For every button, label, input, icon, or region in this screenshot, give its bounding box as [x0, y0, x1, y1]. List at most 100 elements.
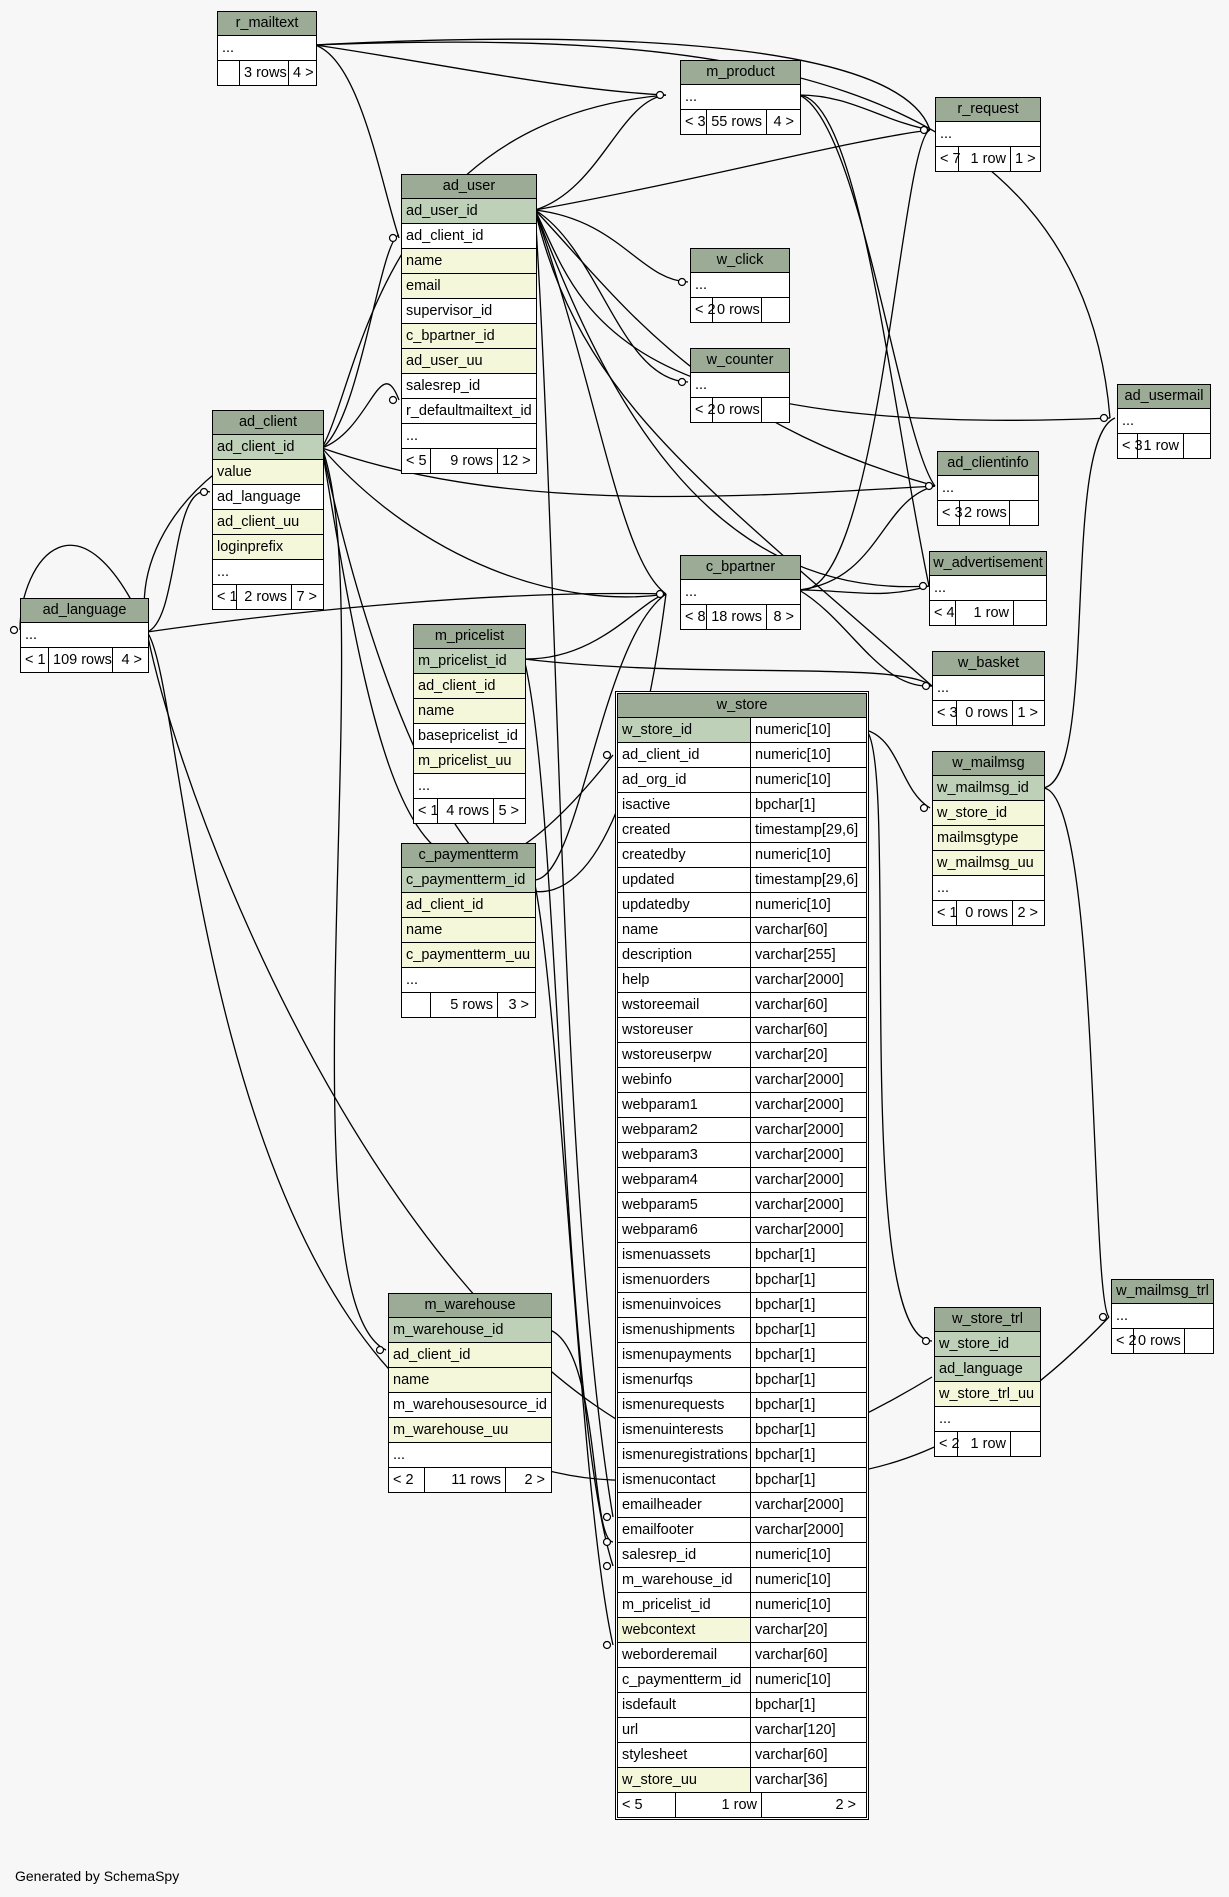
parents-link[interactable]: < 2 — [691, 298, 716, 322]
parents-link[interactable]: < 1 — [213, 585, 238, 609]
column-row[interactable]: ... — [691, 373, 789, 398]
table-title[interactable]: w_store — [618, 694, 866, 718]
column-row[interactable]: ... — [414, 774, 525, 799]
column-row[interactable]: m_warehouse_uu — [389, 1418, 551, 1443]
table-title[interactable]: w_mailmsg_trl — [1112, 1280, 1213, 1304]
column-row[interactable]: w_mailmsg_id — [933, 776, 1044, 801]
column-row[interactable]: ad_client_id — [402, 224, 536, 249]
table-title[interactable]: w_store_trl — [935, 1308, 1040, 1332]
column-row[interactable]: name — [402, 249, 536, 274]
parents-link[interactable] — [402, 993, 431, 1017]
column-row[interactable]: ad_client_id — [402, 893, 535, 918]
parents-link[interactable] — [218, 61, 240, 85]
parents-link[interactable]: < 3 — [938, 501, 963, 525]
children-link[interactable]: 1 > — [1017, 705, 1038, 721]
column-row[interactable]: ad_user_uu — [402, 349, 536, 374]
column-row[interactable]: m_warehouse_id — [389, 1318, 551, 1343]
children-link[interactable]: 4 > — [773, 114, 794, 130]
table-title[interactable]: ad_client — [213, 411, 323, 435]
table-title[interactable]: w_advertisement — [930, 552, 1046, 576]
table-title[interactable]: w_basket — [933, 652, 1044, 676]
column-row[interactable]: salesrep_id — [402, 374, 536, 399]
column-row[interactable]: loginprefix — [213, 535, 323, 560]
column-row[interactable]: c_paymentterm_id — [402, 868, 535, 893]
parents-link[interactable]: < 3 — [1118, 434, 1143, 458]
table-title[interactable]: w_click — [691, 249, 789, 273]
column-row[interactable]: ... — [936, 122, 1040, 147]
children-link[interactable] — [1011, 1432, 1038, 1456]
column-row[interactable]: ... — [930, 576, 1046, 601]
parents-link[interactable]: < 2 — [935, 1432, 960, 1456]
table-title[interactable]: ad_clientinfo — [938, 452, 1038, 476]
parents-link[interactable]: < 3 — [933, 701, 958, 725]
children-link[interactable]: 3 > — [508, 997, 529, 1013]
children-link[interactable]: 4 > — [121, 652, 142, 668]
column-row[interactable]: mailmsgtype — [933, 826, 1044, 851]
parents-link[interactable]: < 5 — [402, 449, 431, 473]
parents-link[interactable]: < 4 — [930, 601, 956, 625]
children-link[interactable]: 12 > — [502, 453, 531, 469]
children-link[interactable] — [762, 298, 787, 322]
column-row[interactable]: ... — [389, 1443, 551, 1468]
children-link[interactable] — [1010, 501, 1036, 525]
parents-link[interactable]: < 1 — [414, 799, 439, 823]
column-row[interactable]: m_warehousesource_id — [389, 1393, 551, 1418]
children-link[interactable] — [1185, 1329, 1211, 1353]
table-title[interactable]: ad_user — [402, 175, 536, 199]
column-row[interactable]: name — [402, 918, 535, 943]
table-title[interactable]: r_mailtext — [218, 12, 316, 36]
column-row[interactable]: ... — [938, 476, 1038, 501]
column-row[interactable]: ad_client_id — [414, 674, 525, 699]
column-row[interactable]: ... — [681, 580, 800, 605]
children-link[interactable]: 1 > — [1015, 151, 1036, 167]
children-link[interactable] — [1184, 434, 1208, 458]
children-link[interactable]: 5 > — [498, 803, 519, 819]
table-title[interactable]: r_request — [936, 98, 1040, 122]
column-row[interactable]: w_store_id — [935, 1332, 1040, 1357]
table-title[interactable]: w_mailmsg — [933, 752, 1044, 776]
column-row[interactable]: supervisor_id — [402, 299, 536, 324]
column-row[interactable]: c_paymentterm_uu — [402, 943, 535, 968]
column-row[interactable]: w_mailmsg_uu — [933, 851, 1044, 876]
children-link[interactable]: 7 > — [296, 589, 317, 605]
